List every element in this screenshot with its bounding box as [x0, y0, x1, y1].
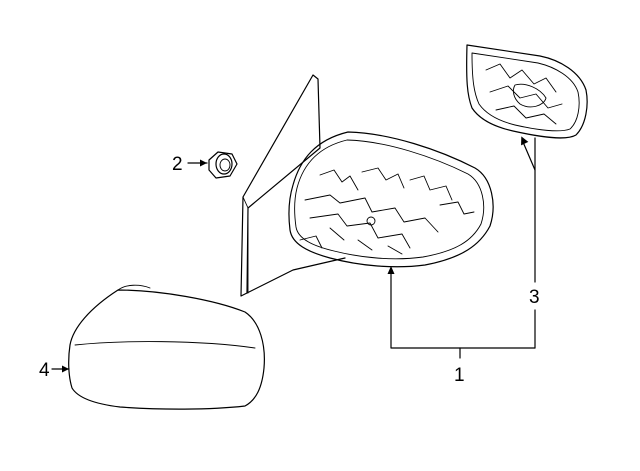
arrowhead-4: [62, 365, 69, 373]
callout-labels: 2 4 1 3: [39, 154, 540, 386]
leader-line-3c: [522, 141, 536, 171]
callout-2: 2: [172, 154, 183, 175]
mirror-housing-assembly: [288, 131, 494, 268]
nut: [208, 151, 238, 179]
callout-4: 4: [39, 360, 50, 381]
arrowhead-1: [387, 266, 395, 274]
mirror-base-panel: [240, 74, 346, 297]
mirror-glass: [466, 44, 588, 139]
callout-1: 1: [454, 365, 465, 386]
callout-lines: [51, 136, 536, 373]
arrowhead-3: [521, 136, 529, 146]
mirror-cover: [68, 284, 265, 410]
arrowhead-2: [200, 159, 207, 167]
callout-3: 3: [529, 287, 540, 308]
leader-line-1: [390, 269, 536, 349]
